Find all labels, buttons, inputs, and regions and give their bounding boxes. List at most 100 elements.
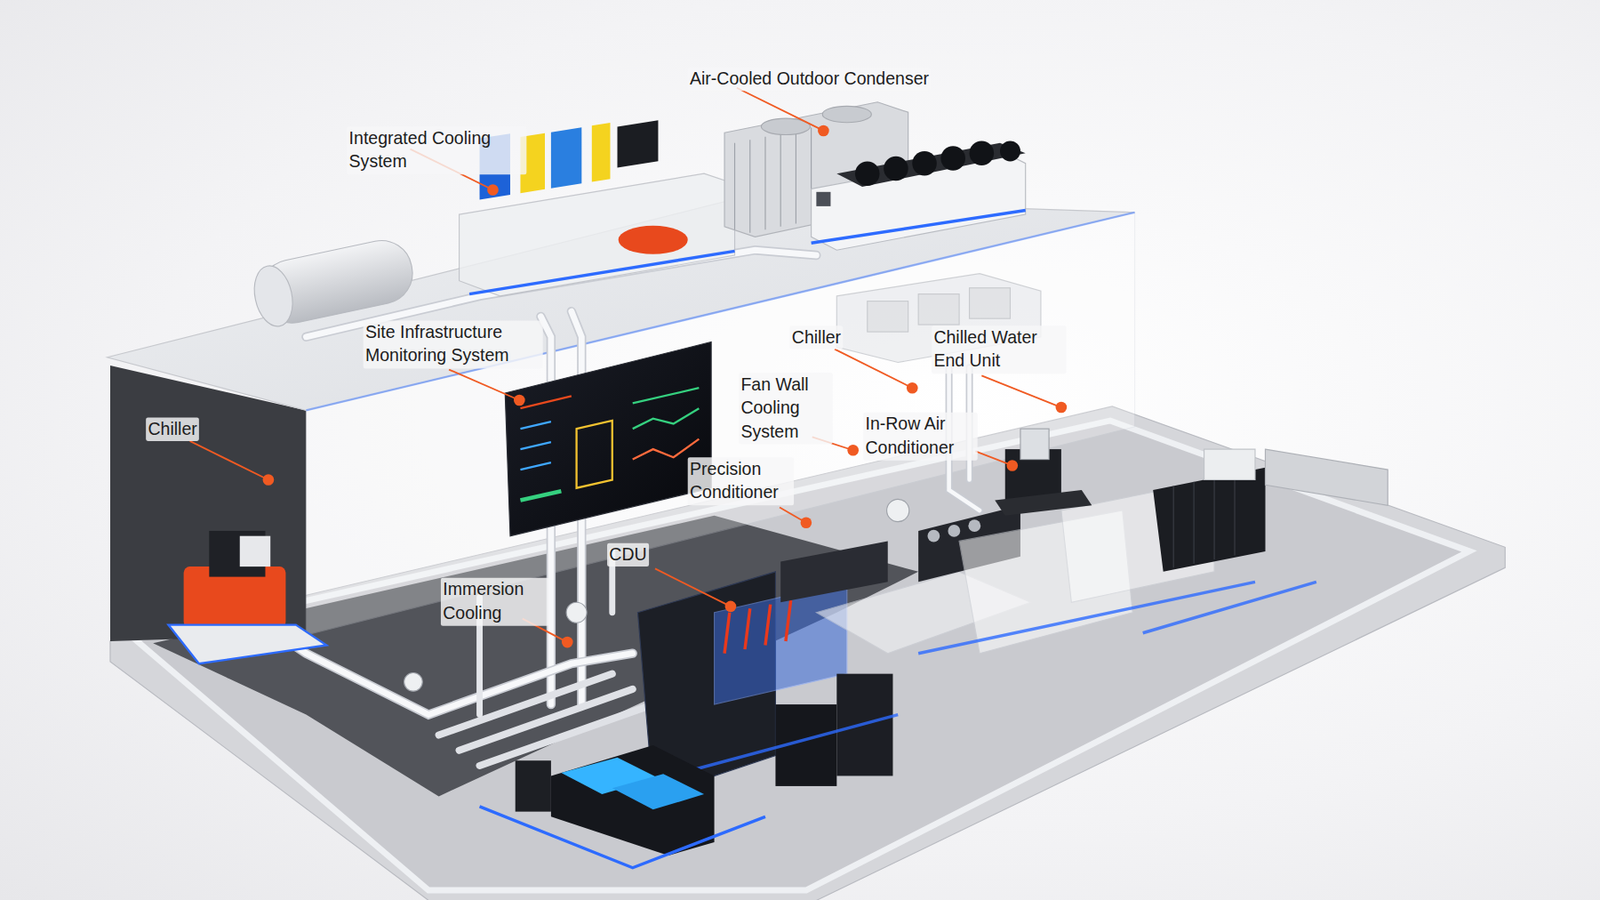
illustration-g bbox=[735, 127, 812, 232]
illustration-circle bbox=[847, 444, 859, 456]
illustration-polygon bbox=[994, 489, 1092, 516]
illustration-path bbox=[439, 673, 654, 766]
illustration-line bbox=[1193, 481, 1195, 564]
illustration-polygon bbox=[612, 773, 704, 809]
illustration-circle bbox=[940, 145, 966, 171]
illustration-circle bbox=[906, 382, 919, 394]
illustration-circle bbox=[561, 636, 574, 648]
illustration-g bbox=[1173, 473, 1235, 568]
illustration-ellipse bbox=[618, 225, 688, 255]
illustration-line bbox=[655, 568, 731, 606]
illustration-rect bbox=[617, 120, 659, 168]
callout-label: CDU bbox=[607, 543, 649, 568]
callout-label: Air-Cooled Outdoor Condenser bbox=[688, 67, 932, 92]
illustration-polygon bbox=[780, 540, 888, 602]
illustration-rect bbox=[918, 294, 960, 325]
illustration-rect bbox=[867, 301, 909, 332]
illustration-ellipse bbox=[822, 105, 872, 122]
illustration-polygon bbox=[1152, 467, 1265, 572]
illustration-circle bbox=[725, 600, 737, 613]
leader-lines bbox=[190, 88, 1062, 642]
illustration-line bbox=[764, 136, 766, 230]
callout-label: Chiller bbox=[145, 417, 200, 442]
illustration-path bbox=[632, 581, 1317, 786]
illustration-polygon bbox=[1204, 448, 1256, 480]
illustration-line bbox=[834, 349, 912, 389]
callout-label: Immersion Cooling bbox=[440, 577, 550, 626]
illustration-rect bbox=[592, 122, 611, 182]
illustration-polygon bbox=[1264, 448, 1388, 505]
illustration-circle bbox=[487, 184, 499, 196]
illustration-line bbox=[190, 440, 269, 480]
callout-label: Precision Conditioner bbox=[688, 456, 794, 505]
callout-label: Site Infrastructure Monitoring System bbox=[363, 320, 544, 368]
illustration-circle bbox=[887, 498, 910, 521]
illustration-path bbox=[245, 612, 633, 715]
illustration-rect bbox=[551, 127, 582, 189]
illustration-polygon bbox=[504, 342, 712, 536]
immersion-tanks bbox=[480, 744, 766, 868]
illustration-line bbox=[795, 130, 797, 224]
illustration-circle bbox=[969, 140, 995, 166]
illustration-rect bbox=[240, 536, 271, 567]
illustration-rect bbox=[1020, 428, 1049, 459]
illustration-line bbox=[1213, 477, 1215, 560]
illustration-path bbox=[520, 490, 561, 500]
tank bbox=[248, 234, 418, 330]
illustration-circle bbox=[883, 156, 909, 182]
illustration-line bbox=[736, 88, 824, 131]
illustration-circle bbox=[947, 524, 960, 537]
callout-label: Fan Wall Cooling System bbox=[738, 372, 833, 445]
illustration-polygon bbox=[110, 365, 306, 641]
illustration-circle bbox=[927, 529, 940, 543]
illustration-path bbox=[811, 209, 1026, 243]
illustration-line bbox=[1173, 485, 1175, 568]
illustration-path bbox=[245, 612, 633, 715]
illustration-circle bbox=[404, 672, 424, 692]
gauges bbox=[404, 498, 910, 691]
illustration-circle bbox=[513, 394, 526, 407]
illustration-path bbox=[480, 806, 766, 868]
illustration-circle bbox=[912, 151, 937, 176]
callout-label: Chiller bbox=[790, 325, 844, 350]
illustration-polygon bbox=[551, 744, 715, 856]
illustration-circle bbox=[817, 125, 830, 137]
illustration-circle bbox=[1056, 401, 1068, 414]
illustration-circle bbox=[800, 516, 813, 528]
illustration-path bbox=[480, 551, 613, 715]
monitoring-screen bbox=[504, 342, 712, 536]
illustration-path bbox=[520, 395, 571, 408]
callout-label: In-Row Air Conditioner bbox=[863, 412, 978, 461]
illustration-rect bbox=[816, 192, 831, 207]
illustration-circle bbox=[968, 519, 981, 532]
illustration-line bbox=[734, 143, 736, 231]
illustration-line bbox=[448, 369, 520, 400]
illustration-line bbox=[749, 139, 751, 232]
condenser-right bbox=[811, 140, 1026, 250]
illustration-ellipse bbox=[248, 262, 298, 330]
illustration-path bbox=[576, 420, 613, 488]
callout-label: Chilled Water End Unit bbox=[931, 325, 1067, 374]
illustration-path bbox=[469, 250, 735, 294]
illustration-polygon bbox=[836, 143, 1025, 187]
illustration-path bbox=[520, 421, 551, 470]
illustration-circle bbox=[1006, 459, 1018, 472]
illustration-line bbox=[1233, 473, 1235, 556]
pump-left bbox=[168, 530, 327, 664]
illustration-path bbox=[632, 439, 700, 460]
racks bbox=[632, 448, 1388, 796]
illustration-circle bbox=[566, 601, 587, 623]
illustration-g bbox=[520, 387, 699, 500]
in-row-unit bbox=[994, 428, 1092, 516]
illustration-line bbox=[780, 133, 782, 226]
illustration-line bbox=[975, 450, 1012, 465]
callout-label: Integrated Cooling System bbox=[346, 126, 527, 175]
illustration-line bbox=[981, 375, 1062, 408]
illustration-circle bbox=[1000, 140, 1021, 161]
illustration-path bbox=[632, 387, 700, 429]
illustration-rect bbox=[515, 760, 552, 811]
illustration-polygon bbox=[168, 624, 327, 664]
illustration-rect bbox=[969, 288, 1011, 319]
